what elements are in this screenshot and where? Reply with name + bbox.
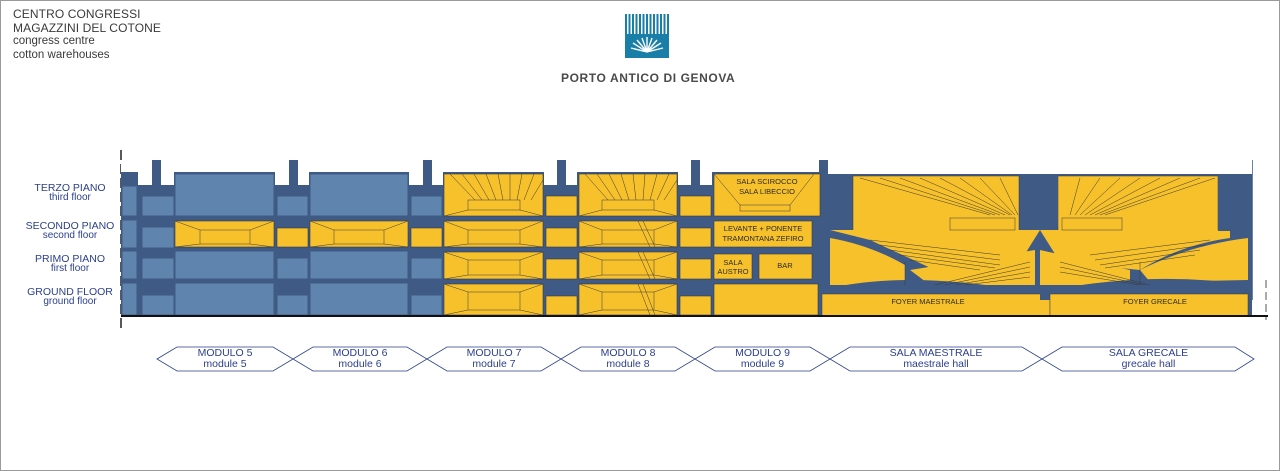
floor-label-second: SECONDO PIANO second floor [10,221,130,241]
module-7-tag: MODULO 7 module 7 [447,348,541,370]
module-sub: maestrale hall [903,358,969,370]
title-block: CENTRO CONGRESSI MAGAZZINI DEL COTONE co… [13,7,162,62]
room-bar: BAR [777,261,793,270]
floor-label-first: PRIMO PIANO first floor [10,254,130,274]
module-sub: module 6 [338,358,382,370]
room-scirocco: SALA SCIROCCO [736,177,797,186]
floor-sub: first floor [50,263,90,274]
module-sub: module 8 [606,358,650,370]
module-9-tag: MODULO 9 module 9 [715,348,810,370]
module-6-tag: MODULO 6 module 6 [313,348,407,370]
floor-name: SECONDO PIANO [25,220,115,232]
module-name: MODULO 9 [735,347,790,359]
hall-maestrale [821,175,1051,317]
floor-name: TERZO PIANO [34,182,106,194]
module-sub: module 5 [203,358,247,370]
module-name: SALA MAESTRALE [889,347,983,359]
floor-sub: second floor [42,230,98,241]
subtitle-line-1: congress centre [13,35,95,47]
module-sub: grecale hall [1121,358,1176,370]
room-sala-austro-1: SALA [723,258,742,267]
room-levante-ponente: LEVANTE + PONENTE [724,224,802,233]
module-name: MODULO 7 [466,347,522,359]
module-name: MODULO 8 [600,347,656,359]
module-name: MODULO 5 [197,347,253,359]
title-line-1: CENTRO CONGRESSI [13,7,141,21]
module-sub: module 9 [740,358,785,370]
title-line-2: MAGAZZINI DEL COTONE [13,20,162,35]
congress-rooms [174,173,821,316]
floor-sub: ground floor [43,296,97,307]
module-name: MODULO 6 [332,347,388,359]
room-tramontana-zefiro: TRAMONTANA ZEFIRO [722,234,803,243]
module-8-tag: MODULO 8 module 8 [581,348,675,370]
brand-name: PORTO ANTICO DI GENOVA [561,71,736,85]
floor-sub: third floor [49,192,91,203]
porto-antico-logo-icon [625,14,669,58]
subtitle-line-2: cotton warehouses [13,48,110,61]
unused-rooms [121,173,443,316]
auditorium-rays [174,173,815,316]
room-foyer-maestrale: FOYER MAESTRALE [891,297,964,306]
floor-label-third: TERZO PIANO third floor [10,183,130,203]
floor-label-ground: GROUND FLOOR ground floor [10,287,130,307]
room-foyer-grecale: FOYER GRECALE [1123,297,1187,306]
sala-maestrale-tag: SALA MAESTRALE maestrale hall [850,348,1022,370]
module-5-tag: MODULO 5 module 5 [177,348,273,370]
module-sub: module 7 [472,358,516,370]
sala-grecale-tag: SALA GRECALE grecale hall [1062,348,1235,370]
floor-name: PRIMO PIANO [34,253,105,265]
module-tags [156,346,1255,372]
module-name: SALA GRECALE [1108,347,1189,359]
floor-name: GROUND FLOOR [27,286,113,298]
room-libeccio: SALA LIBECCIO [739,187,795,196]
hall-grecale [1040,175,1249,317]
room-sala-austro-2: AUSTRO [717,267,748,276]
